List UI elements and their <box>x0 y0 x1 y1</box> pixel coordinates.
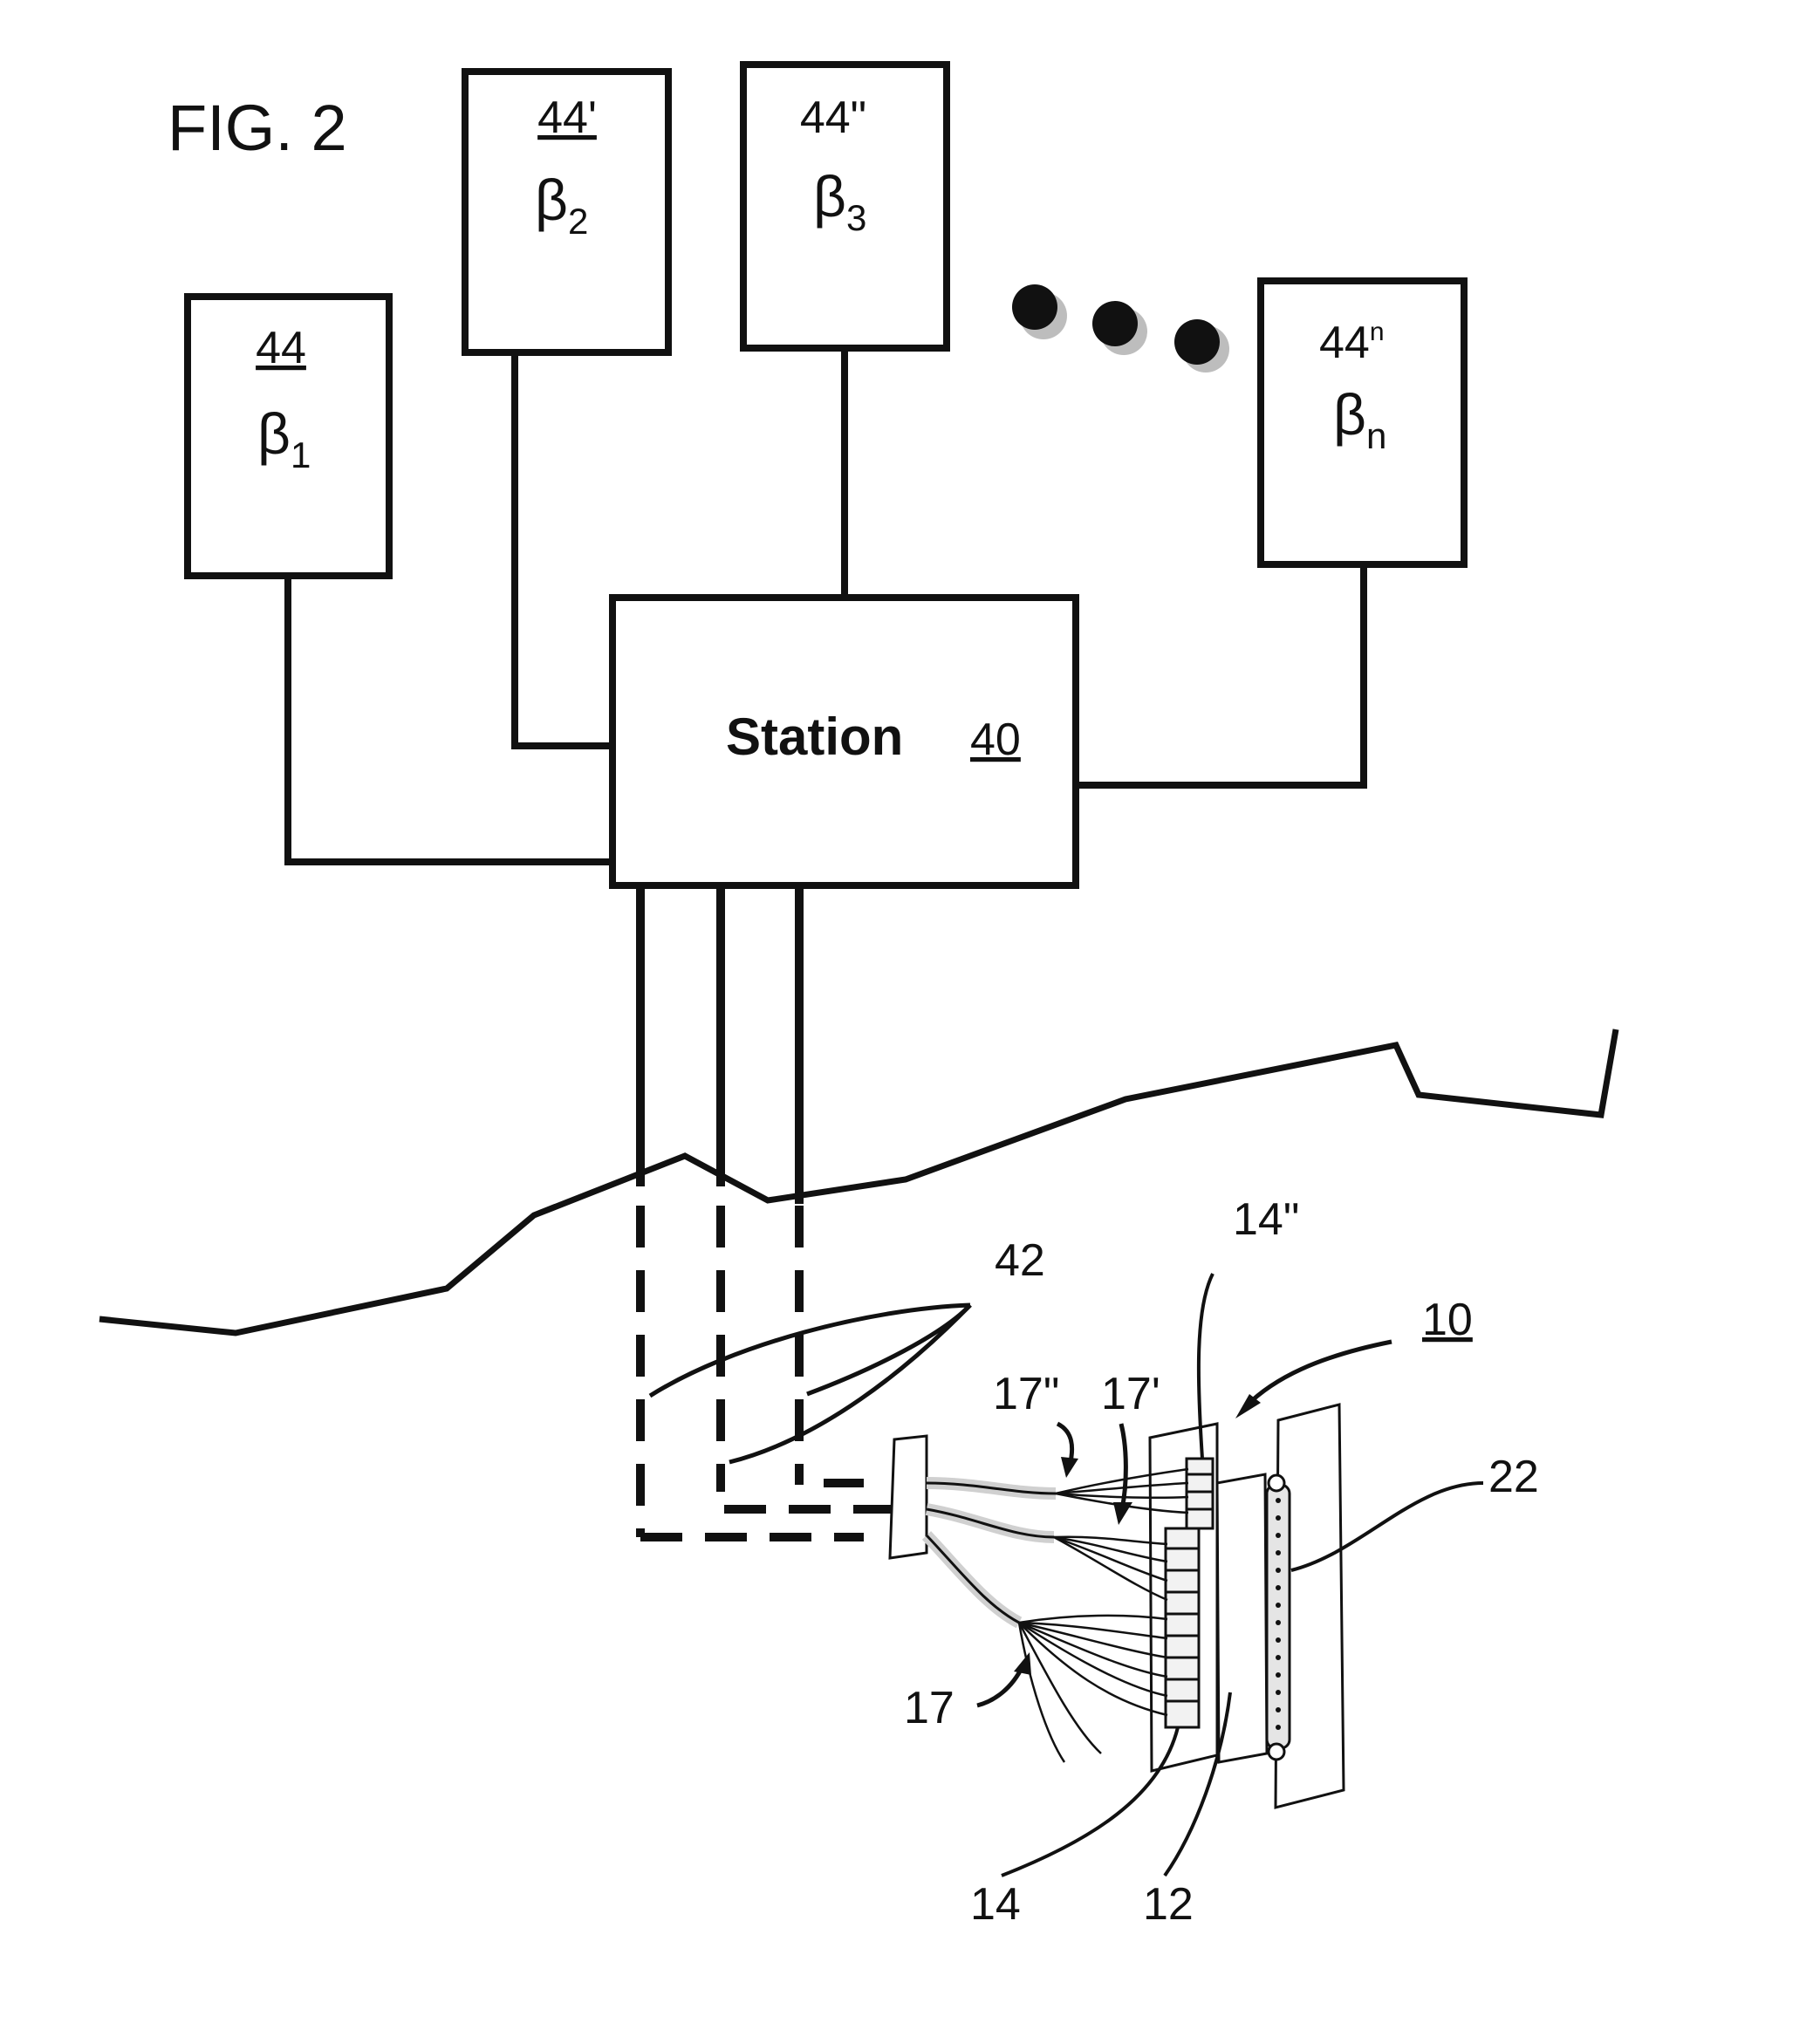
label-12: 12 <box>1143 1879 1194 1930</box>
label-14pp: 14" <box>1233 1194 1299 1245</box>
box-44p-sub: 2 <box>568 201 588 242</box>
box-44-symbol: β1 <box>257 401 311 475</box>
arrow-10 <box>1244 1339 1392 1408</box>
box-44p-greek: β <box>535 167 568 232</box>
enclosure-plate-inner <box>1215 1473 1269 1764</box>
label-14: 14 <box>970 1879 1021 1930</box>
station-box: Station 40 <box>609 594 1079 889</box>
leader-14pp <box>1196 1273 1214 1459</box>
arrow-17 <box>976 1664 1025 1708</box>
leader-22 <box>1290 1481 1484 1572</box>
label-17pp: 17" <box>993 1369 1059 1419</box>
label-17p: 17' <box>1101 1369 1160 1419</box>
leader-14 <box>1001 1726 1180 1877</box>
unit-10-assembly <box>888 1273 1484 1877</box>
figure-title: FIG. 2 <box>168 92 347 164</box>
terminal-block-14pp <box>1185 1457 1214 1530</box>
device-box-44-prime: 44' β2 <box>462 68 672 356</box>
leader-lines-42 <box>648 1302 972 1465</box>
db-connector-pins <box>1276 1498 1281 1730</box>
box-44p-ref: 44' <box>537 92 597 143</box>
box-44n-ref-sup: n <box>1370 318 1385 346</box>
label-42: 42 <box>995 1235 1045 1286</box>
label-10: 10 <box>1422 1295 1473 1345</box>
cables-above-ground <box>636 885 804 1204</box>
label-17: 17 <box>904 1683 954 1733</box>
terminal-block-14 <box>1164 1527 1201 1729</box>
box-44p-symbol: β2 <box>535 167 588 242</box>
device-box-44-n: 44n βn <box>1257 277 1468 568</box>
station-label: Station <box>726 707 903 766</box>
box-44n-symbol: βn <box>1333 382 1386 456</box>
device-box-44-double-prime: 44" β3 <box>740 61 950 352</box>
box-44n-ref-base: 44 <box>1319 318 1370 368</box>
box-44-greek: β <box>257 401 291 466</box>
cable-inlet <box>888 1434 928 1560</box>
box-44-sub: 1 <box>291 434 311 475</box>
arrow-17p <box>1119 1423 1128 1510</box>
label-22: 22 <box>1488 1452 1539 1502</box>
box-44n-greek: β <box>1333 382 1366 447</box>
box-44n-sub: n <box>1366 415 1386 456</box>
box-44n-ref: 44n <box>1319 318 1385 368</box>
box-44-ref: 44 <box>256 323 306 373</box>
db-screw-bottom <box>1267 1742 1286 1761</box>
box-44pp-greek: β <box>813 164 846 229</box>
box-44pp-sub: 3 <box>846 197 866 238</box>
device-box-44: 44 β1 <box>184 293 393 579</box>
ground-surface-line <box>99 1029 1619 1336</box>
box-44pp-ref: 44" <box>800 92 866 143</box>
leader-12 <box>1163 1692 1232 1877</box>
ellipsis-dots <box>1012 284 1229 373</box>
connection-lines <box>284 348 1367 865</box>
db-screw-top <box>1267 1473 1286 1493</box>
box-44pp-symbol: β3 <box>813 164 866 238</box>
station-ref: 40 <box>970 714 1021 765</box>
cables-below-ground <box>636 1206 894 1541</box>
